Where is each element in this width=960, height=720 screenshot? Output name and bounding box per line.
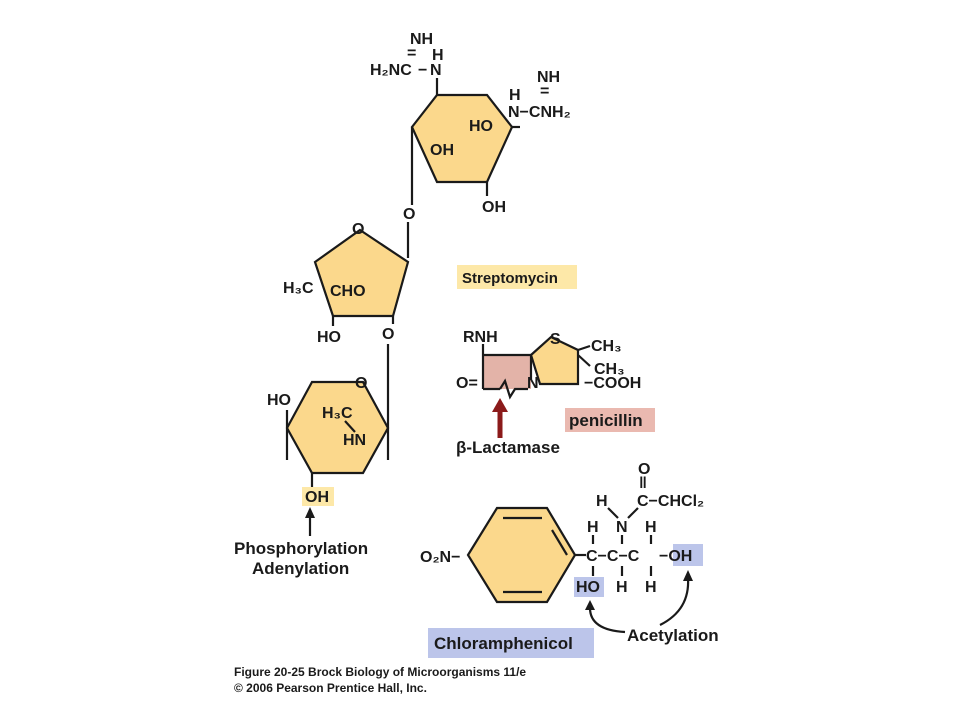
streptomycin-top-ring xyxy=(410,93,514,184)
chloramphenicol-h3: H xyxy=(616,579,628,596)
figure-caption: Figure 20-25 Brock Biology of Microorgan… xyxy=(234,665,526,695)
lactam-bond-break xyxy=(499,378,528,400)
chloramphenicol-ho-highlight xyxy=(574,577,604,597)
chloramphenicol-oh-highlight xyxy=(673,544,703,566)
chloramphenicol-carbonyl-o: O xyxy=(638,461,650,478)
chloramphenicol-ho: HO xyxy=(576,579,600,596)
chloramphenicol-n: N xyxy=(616,519,628,536)
streptomycin-nh-right: NH xyxy=(537,69,560,86)
penicillin-ch3-1: CH₃ xyxy=(591,338,622,355)
chloramphenicol-h2: H xyxy=(645,519,657,536)
chloramphenicol-name-highlight xyxy=(428,628,594,658)
streptomycin-dash-left: − xyxy=(418,62,427,79)
chloramphenicol-name: Chloramphenicol xyxy=(434,634,573,653)
streptomycin-structure: NH = H H₂NC − N NH = H N−CNH₂ HO OH OH O… xyxy=(234,31,577,578)
chloramphenicol-carbonyl-eq: ‖ xyxy=(639,475,647,492)
streptomycin-bottom-oh: OH xyxy=(305,489,329,506)
phosphorylation-arrowhead xyxy=(305,507,315,518)
acetylation-arrow-ho xyxy=(588,607,626,634)
penicillin-name-highlight xyxy=(565,408,655,432)
figure-caption-line1: Figure 20-25 Brock Biology of Microorgan… xyxy=(234,665,526,679)
streptomycin-ncnh2: N−CNH₂ xyxy=(508,104,571,121)
streptomycin-bottom-o: O xyxy=(355,375,367,392)
acetylation-arrowhead-ho xyxy=(585,600,595,610)
chloramphenicol-chain: C−C−C xyxy=(586,548,640,565)
streptomycin-h2nc: H₂NC xyxy=(370,62,412,79)
lactamase-arrowhead xyxy=(492,398,508,412)
chloramphenicol-oh: −OH xyxy=(659,548,692,565)
streptomycin-bottom-ho: HO xyxy=(267,392,291,409)
streptomycin-top-oh-inner: OH xyxy=(430,142,454,159)
streptomycin-name-highlight xyxy=(457,265,577,289)
streptomycin-middle-ring xyxy=(313,228,410,318)
penicillin-s: S xyxy=(550,331,561,348)
penicillin-o: O= xyxy=(456,375,478,392)
streptomycin-middle-ho: HO xyxy=(317,329,341,346)
penicillin-structure: RNH S CH₃ CH₃ O= N −COOH β-Lactamase pen… xyxy=(456,329,655,457)
penicillin-ch3-2: CH₃ xyxy=(594,361,625,378)
adenylation-label: Adenylation xyxy=(252,559,349,578)
streptomycin-top-ho: HO xyxy=(469,118,493,135)
beta-lactam-ring xyxy=(483,355,531,389)
chloramphenicol-benzene-ring xyxy=(466,506,577,604)
streptomycin-top-oh-bottom: OH xyxy=(482,199,506,216)
acetylation-arrow-oh xyxy=(659,577,690,626)
streptomycin-nh-left: NH xyxy=(410,31,433,48)
thiazolidine-ring xyxy=(529,335,580,386)
streptomycin-middle-o-link: O xyxy=(382,326,394,343)
chloramphenicol-o2n: O₂N− xyxy=(420,549,460,566)
lactamase-label: β-Lactamase xyxy=(456,438,560,457)
acetylation-label: Acetylation xyxy=(627,626,719,645)
streptomycin-cho: CHO xyxy=(330,283,366,300)
penicillin-n: N xyxy=(527,375,539,392)
chloramphenicol-h-n: H xyxy=(596,493,608,510)
streptomycin-h3c-middle: H₃C xyxy=(283,280,314,297)
streptomycin-h-left: H xyxy=(432,47,444,64)
chloramphenicol-h4: H xyxy=(645,579,657,596)
streptomycin-eq-right: = xyxy=(540,83,549,100)
chloramphenicol-h1: H xyxy=(587,519,599,536)
streptomycin-bottom-hn: HN xyxy=(343,432,366,449)
streptomycin-middle-o: O xyxy=(352,221,364,238)
chloramphenicol-chcl2: C−CHCl₂ xyxy=(637,493,704,510)
streptomycin-name: Streptomycin xyxy=(462,270,558,287)
chloramphenicol-structure: O₂N− C−C−C H N H H C−CHCl₂ ‖ O H H HO −O… xyxy=(420,461,719,658)
phosphorylation-label: Phosphorylation xyxy=(234,539,368,558)
penicillin-rnh: RNH xyxy=(463,329,498,346)
streptomycin-linker-o1: O xyxy=(403,206,415,223)
figure-caption-line2: © 2006 Pearson Prentice Hall, Inc. xyxy=(234,681,427,695)
acetylation-arrowhead-oh xyxy=(683,570,693,581)
streptomycin-eq-left: = xyxy=(407,45,416,62)
penicillin-cooh: −COOH xyxy=(584,375,641,392)
streptomycin-bottom-h3c: H₃C xyxy=(322,405,353,422)
streptomycin-oh-highlight xyxy=(302,487,334,506)
streptomycin-bottom-ring xyxy=(285,380,390,475)
streptomycin-h-right: H xyxy=(509,87,521,104)
streptomycin-n-left: N xyxy=(430,62,442,79)
penicillin-name: penicillin xyxy=(569,411,643,430)
